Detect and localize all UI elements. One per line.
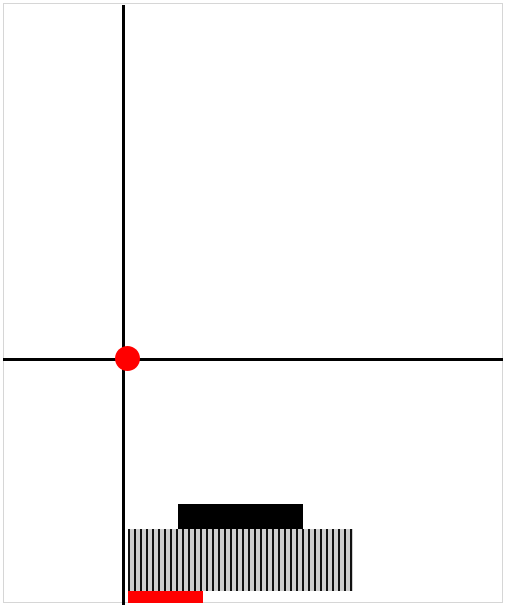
- canvas-frame[interactable]: [3, 3, 503, 603]
- red-bar[interactable]: [128, 591, 203, 603]
- black-bar[interactable]: [178, 504, 303, 529]
- horizontal-axis-line: [3, 358, 503, 361]
- vertical-axis-line: [122, 5, 125, 605]
- red-dot-marker[interactable]: [115, 346, 140, 371]
- striped-grey-block[interactable]: [128, 529, 353, 591]
